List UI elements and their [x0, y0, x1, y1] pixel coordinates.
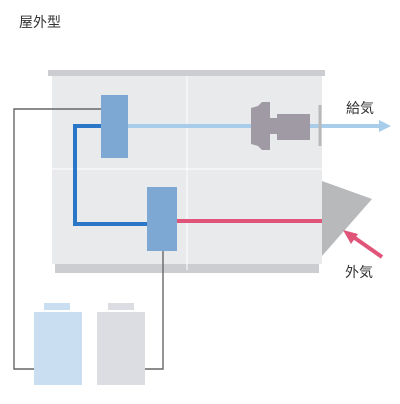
intake-hood — [322, 181, 372, 256]
tank-light-blue-cap — [44, 303, 70, 310]
fan-coupling — [270, 118, 278, 134]
outside-air-arrow-icon — [343, 230, 358, 244]
supply-air-label: 給気 — [346, 101, 374, 117]
upper-coil — [101, 95, 128, 158]
wire-left — [13, 108, 101, 370]
wire-right — [144, 250, 164, 370]
motor-icon — [277, 114, 310, 140]
tank-light-blue — [34, 312, 82, 385]
unit-type-label: 屋外型 — [19, 15, 61, 31]
supply-arrow-icon — [379, 120, 391, 132]
refrigerant-pipe — [73, 124, 147, 226]
cabinet-top-lip — [48, 70, 325, 76]
lower-coil — [147, 187, 177, 251]
outside-air-label: 外気 — [345, 265, 373, 281]
fan-icon — [251, 102, 270, 150]
outside-air-arrow-line — [350, 234, 384, 259]
tank-grey-cap — [108, 303, 134, 310]
tank-grey — [97, 312, 145, 385]
